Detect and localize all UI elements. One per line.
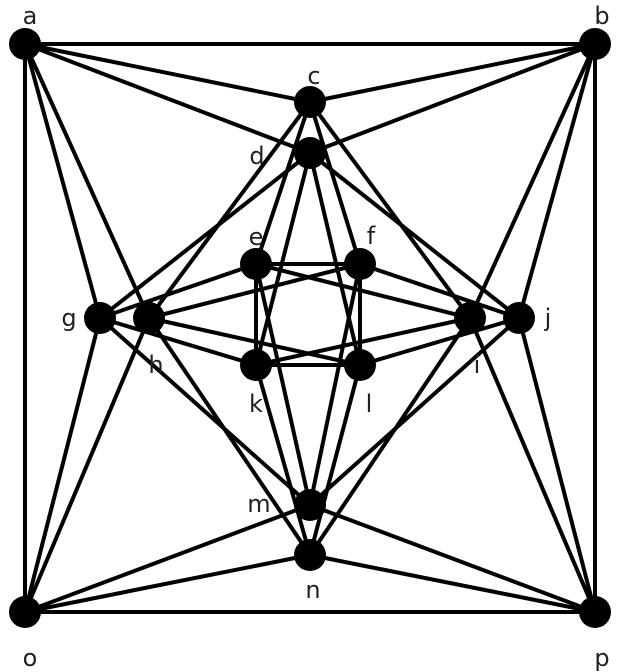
edge-c-h xyxy=(147,100,312,320)
edge-d-g xyxy=(98,151,312,320)
node-d xyxy=(294,137,326,169)
edge-b-d xyxy=(309,42,596,155)
node-c xyxy=(294,86,326,118)
node-label-n: n xyxy=(305,576,320,604)
edge-h-n xyxy=(147,316,312,557)
node-k xyxy=(240,349,272,381)
edge-j-l xyxy=(359,316,520,367)
edge-j-p xyxy=(517,317,597,613)
node-j xyxy=(503,302,535,334)
edge-d-j xyxy=(308,151,521,320)
node-label-j: j xyxy=(544,304,552,332)
node-a xyxy=(9,28,41,60)
node-n xyxy=(294,539,326,571)
node-label-k: k xyxy=(249,390,263,418)
nodes xyxy=(9,28,611,628)
edge-f-h xyxy=(148,262,361,320)
edge-n-p xyxy=(309,553,596,614)
edge-m-o xyxy=(24,503,311,614)
edge-a-g xyxy=(23,43,102,319)
edge-d-l xyxy=(308,152,362,366)
edge-m-p xyxy=(309,503,596,614)
edge-g-k xyxy=(99,316,257,367)
edge-c-e xyxy=(254,101,312,265)
edge-j-m xyxy=(308,316,521,507)
node-label-h: h xyxy=(148,351,163,379)
edge-e-i xyxy=(255,262,471,320)
node-b xyxy=(579,28,611,60)
node-label-m: m xyxy=(247,490,270,518)
node-l xyxy=(344,349,376,381)
edge-i-k xyxy=(255,316,471,367)
edge-b-i xyxy=(468,43,597,319)
node-g xyxy=(84,302,116,334)
node-label-b: b xyxy=(594,2,609,30)
node-m xyxy=(294,489,326,521)
node-label-i: i xyxy=(474,351,481,379)
node-p xyxy=(579,596,611,628)
edge-h-l xyxy=(148,316,361,367)
node-label-c: c xyxy=(307,62,320,90)
node-e xyxy=(240,248,272,280)
edge-a-h xyxy=(23,43,151,319)
node-label-e: e xyxy=(249,223,264,251)
node-o xyxy=(9,596,41,628)
edge-b-j xyxy=(517,43,597,319)
edge-c-f xyxy=(308,101,362,265)
edge-f-j xyxy=(359,262,520,320)
edge-d-k xyxy=(254,152,312,366)
edge-i-n xyxy=(308,316,472,557)
node-f xyxy=(344,248,376,280)
edge-k-n xyxy=(254,364,312,556)
edges xyxy=(23,42,597,614)
edge-i-p xyxy=(468,317,597,613)
node-label-g: g xyxy=(61,304,76,332)
edge-a-d xyxy=(24,42,311,155)
node-label-o: o xyxy=(23,644,38,672)
node-label-a: a xyxy=(23,2,38,30)
node-label-f: f xyxy=(367,222,376,250)
edge-n-o xyxy=(24,553,311,614)
node-h xyxy=(133,302,165,334)
node-label-p: p xyxy=(594,644,609,672)
edge-e-g xyxy=(99,262,257,320)
edge-g-o xyxy=(23,317,102,613)
edge-f-m xyxy=(308,263,362,506)
node-label-l: l xyxy=(366,390,373,418)
edge-c-i xyxy=(308,100,472,320)
node-label-d: d xyxy=(249,142,264,170)
edge-l-n xyxy=(308,364,362,556)
node-i xyxy=(454,302,486,334)
edge-e-m xyxy=(254,263,312,506)
edge-h-o xyxy=(23,317,151,613)
node-labels: a b c d e f g h i j k l m n o p xyxy=(23,2,610,672)
edge-b-c xyxy=(309,42,596,104)
edge-a-c xyxy=(24,42,311,104)
